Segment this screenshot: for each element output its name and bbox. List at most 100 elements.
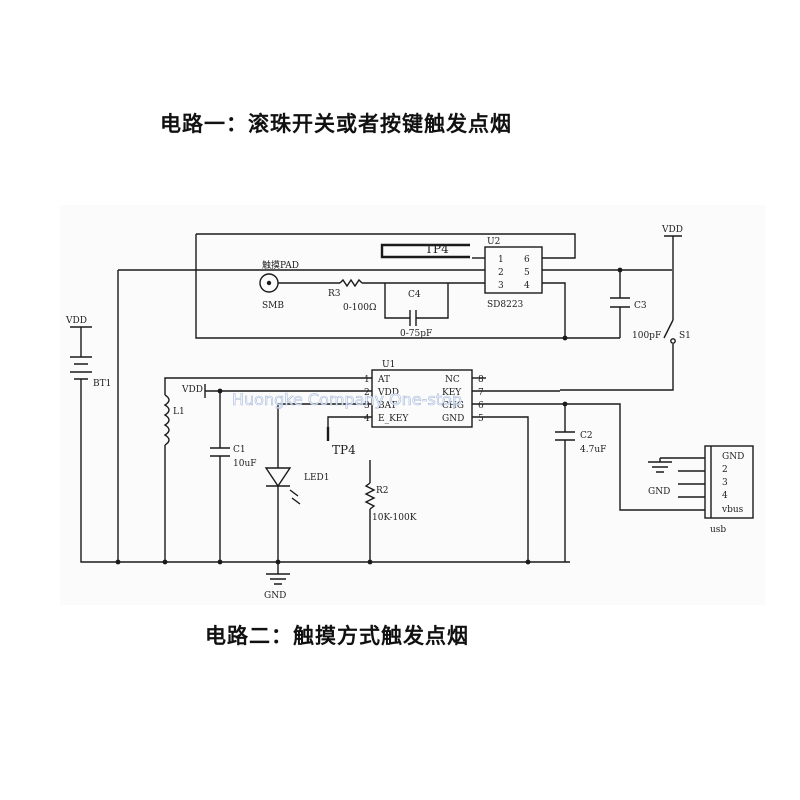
schematic-area bbox=[60, 205, 765, 605]
r2-label: R2 bbox=[376, 486, 389, 496]
u1-pin-at: AT bbox=[377, 375, 390, 385]
u2-pin-2: 2 bbox=[498, 268, 504, 278]
u1-pin-chg: CHG bbox=[442, 401, 464, 411]
bt1-label: BT1 bbox=[93, 379, 111, 389]
wire-gnd-rail bbox=[80, 379, 570, 563]
wire-c4-right bbox=[416, 283, 449, 319]
usb-pin-gnd: GND bbox=[722, 452, 744, 462]
wire-loop-right bbox=[542, 282, 566, 338]
u1-pin-gnd: GND bbox=[442, 414, 464, 424]
tp4-mid-label: TP4 bbox=[332, 443, 356, 457]
c3-label: C3 bbox=[634, 301, 647, 311]
u1-pin-ekey: E_KEY bbox=[378, 414, 409, 424]
lower-circuit: VDD BT1 U1 1 2 3 4 8 7 6 5 AT VDD BAT E_… bbox=[65, 270, 754, 601]
r2-resistor bbox=[364, 482, 376, 510]
r3-label: R3 bbox=[328, 289, 341, 299]
u2-label: U2 bbox=[487, 237, 500, 247]
c4-value: 0-75pF bbox=[400, 329, 432, 339]
heading-circuit-one: 电路一：滚珠开关或者按键触发点烟 bbox=[160, 112, 512, 136]
u1-label: U1 bbox=[382, 360, 395, 370]
gnd-bottom-symbol bbox=[266, 573, 290, 585]
wire-gnd-pin bbox=[472, 416, 529, 562]
touch-pad-center bbox=[266, 280, 272, 286]
u1-pin-vdd: VDD bbox=[377, 388, 399, 398]
junction-loop bbox=[562, 335, 568, 341]
junction-vdd-u1 bbox=[217, 388, 223, 394]
junction-gnd-2 bbox=[162, 559, 168, 565]
tp4-top-label: TP4 bbox=[425, 242, 449, 256]
u1-pin-num-4: 4 bbox=[364, 414, 370, 424]
u1-pin-num-1: 1 bbox=[364, 375, 370, 385]
u2-pin-6: 6 bbox=[524, 255, 530, 265]
wire-loop-top bbox=[196, 233, 576, 259]
sd8223-label: SD8223 bbox=[487, 300, 524, 310]
led1-diode bbox=[264, 467, 292, 488]
wire-ekey bbox=[327, 416, 372, 427]
smb-label: SMB bbox=[262, 301, 284, 311]
watermark-text: Huongke Company One-stop bbox=[232, 390, 462, 409]
vdd-batt-label: VDD bbox=[65, 316, 87, 326]
u1-pin-key: KEY bbox=[442, 388, 462, 398]
c3-value: 100pF bbox=[632, 331, 661, 341]
wire-at-l1 bbox=[164, 377, 372, 395]
usb-pin-vbus: vbus bbox=[721, 505, 744, 515]
u2-pin-3: 3 bbox=[498, 281, 504, 291]
usb-connector bbox=[704, 445, 754, 519]
junction-c3 bbox=[617, 267, 623, 273]
s1-label: S1 bbox=[679, 331, 691, 341]
u1-pin-num-2: 2 bbox=[364, 388, 370, 398]
junction-gnd-1 bbox=[115, 559, 121, 565]
s1-contact bbox=[670, 338, 676, 344]
c2-value: 4.7uF bbox=[580, 445, 606, 455]
gnd-usb-symbol bbox=[648, 461, 672, 473]
usb-pin-2: 2 bbox=[722, 465, 728, 475]
c3-capacitor bbox=[610, 297, 630, 308]
c1-label: C1 bbox=[233, 445, 246, 455]
vdd-batt-symbol bbox=[70, 326, 92, 357]
gnd-bottom-label: GND bbox=[264, 591, 286, 601]
r2-value: 10K-100K bbox=[372, 513, 417, 523]
junction-gnd-6 bbox=[525, 559, 531, 565]
upper-circuit: TP4 U2 1 2 3 6 5 4 SD8223 触摸PAD SMB R3 0… bbox=[118, 225, 691, 391]
tp4-pad-top bbox=[380, 243, 470, 259]
usb-pin-leads bbox=[660, 457, 705, 498]
usb-pin-4: 4 bbox=[722, 491, 728, 501]
wire-bat-led bbox=[277, 403, 372, 468]
heading-circuit-two: 电路二：触摸方式触发点烟 bbox=[205, 624, 469, 648]
u1-chip bbox=[371, 369, 473, 428]
u1-pin-num-5: 5 bbox=[478, 414, 484, 424]
u2-chip bbox=[484, 246, 543, 294]
junction-gnd-5 bbox=[367, 559, 373, 565]
u1-pin-bat: BAT bbox=[378, 401, 397, 411]
usb-pin-3: 3 bbox=[722, 478, 728, 488]
u1-pin-nc: NC bbox=[445, 375, 460, 385]
vdd-u1-label: VDD bbox=[181, 385, 203, 395]
junction-gnd-3 bbox=[217, 559, 223, 565]
s1-switch bbox=[663, 319, 674, 339]
gnd-usb-label: GND bbox=[648, 487, 670, 497]
l1-inductor bbox=[163, 394, 170, 446]
c2-label: C2 bbox=[580, 431, 593, 441]
c1-value: 10uF bbox=[233, 459, 257, 469]
bt1-battery bbox=[70, 356, 92, 380]
wire-chg-usb bbox=[472, 403, 705, 511]
u1-pin-num-7: 7 bbox=[478, 388, 484, 398]
led1-label: LED1 bbox=[304, 473, 330, 483]
c4-label: C4 bbox=[408, 290, 421, 300]
u2-pin-5: 5 bbox=[524, 268, 530, 278]
r3-resistor bbox=[339, 278, 363, 288]
l1-label: L1 bbox=[173, 407, 185, 417]
u1-pin-num-6: 6 bbox=[478, 401, 484, 411]
r3-value: 0-100Ω bbox=[343, 303, 376, 313]
u1-pin-num-8: 8 bbox=[478, 375, 484, 385]
usb-label: usb bbox=[710, 525, 726, 535]
u2-pin-1: 1 bbox=[498, 255, 504, 265]
u1-pin-num-3: 3 bbox=[364, 401, 370, 411]
wire-c4-left bbox=[384, 283, 410, 319]
touch-pad-label: 触摸PAD bbox=[262, 259, 299, 271]
wire-loop-left bbox=[195, 234, 620, 339]
vdd-top-symbol bbox=[664, 235, 682, 320]
u2-pin-4: 4 bbox=[524, 281, 530, 291]
vdd-top-label: VDD bbox=[661, 225, 683, 235]
